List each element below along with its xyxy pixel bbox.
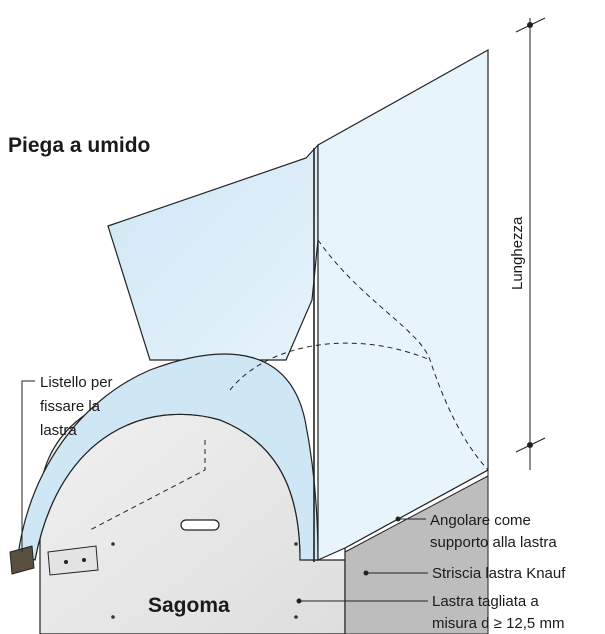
listello-batten	[9, 545, 99, 576]
sagoma-slot	[180, 519, 220, 531]
lastra-label-1: Lastra tagliata a	[432, 593, 539, 610]
listello-label-2: fissare la	[40, 398, 101, 415]
lastra-label-2: misura d ≥ 12,5 mm	[432, 615, 564, 632]
page-title: Piega a umido	[8, 134, 150, 157]
sagoma-screw-holes	[111, 542, 298, 619]
hidden-lines	[89, 50, 489, 531]
board-vertical	[317, 48, 489, 561]
listello-leader	[21, 380, 35, 552]
listello-label-3: lastra	[40, 422, 77, 439]
angolare-label-2: supporto alla lastra	[430, 534, 557, 551]
listello-label-1: Listello per	[40, 374, 113, 391]
striscia-label: Striscia lastra Knauf	[432, 565, 566, 582]
length-dimension	[515, 17, 546, 470]
board-upper-flat	[107, 143, 319, 361]
sagoma-label: Sagoma	[148, 594, 230, 617]
board-curved-inner	[34, 413, 301, 561]
angolare-label-1: Angolare come	[430, 512, 531, 529]
lunghezza-label: Lunghezza	[509, 216, 526, 290]
